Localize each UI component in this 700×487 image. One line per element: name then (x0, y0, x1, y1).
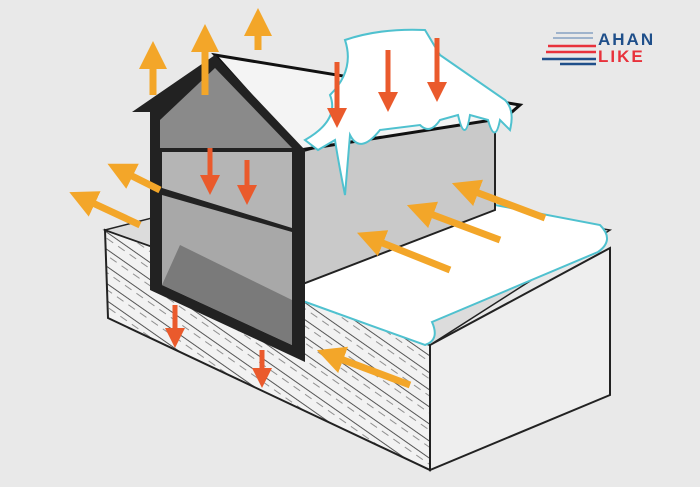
logo-text-top: AHAN (598, 30, 656, 49)
roof-snow (303, 28, 513, 196)
heat-loss-arrows (69, 8, 272, 229)
foundation-right-face (429, 246, 611, 472)
brand-logo: AHAN LIKE (538, 28, 688, 68)
attic (160, 68, 292, 148)
logo-mark (542, 32, 596, 66)
ground-snow (299, 203, 608, 347)
heat-transfer-arrows (316, 179, 547, 389)
logo-text-bottom: LIKE (598, 47, 645, 66)
upper-room (162, 152, 292, 228)
cold-arrows (165, 38, 447, 388)
